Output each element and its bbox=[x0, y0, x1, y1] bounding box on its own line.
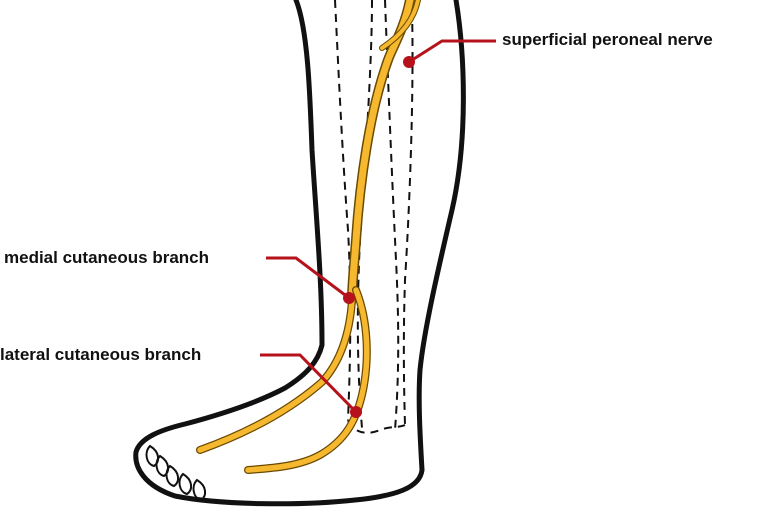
leader-medial bbox=[266, 256, 355, 304]
bone-outlines bbox=[334, 0, 414, 434]
leader-superficial bbox=[403, 39, 496, 68]
nerve-trunk bbox=[347, 0, 415, 305]
marker-medial bbox=[343, 292, 355, 304]
leg-outline-anterior bbox=[416, 0, 466, 473]
toes-outline bbox=[145, 444, 207, 502]
nerve-branches bbox=[196, 0, 421, 474]
leader-lateral bbox=[260, 353, 362, 418]
marker-lateral bbox=[350, 406, 362, 418]
label-superficial-peroneal-nerve: superficial peroneal nerve bbox=[502, 30, 713, 49]
label-medial-cutaneous-branch: medial cutaneous branch bbox=[4, 248, 209, 267]
label-lateral-cutaneous-branch: lateral cutaneous branch bbox=[0, 345, 202, 364]
leg-outline-posterior bbox=[133, 0, 425, 507]
marker-superficial bbox=[403, 56, 415, 68]
